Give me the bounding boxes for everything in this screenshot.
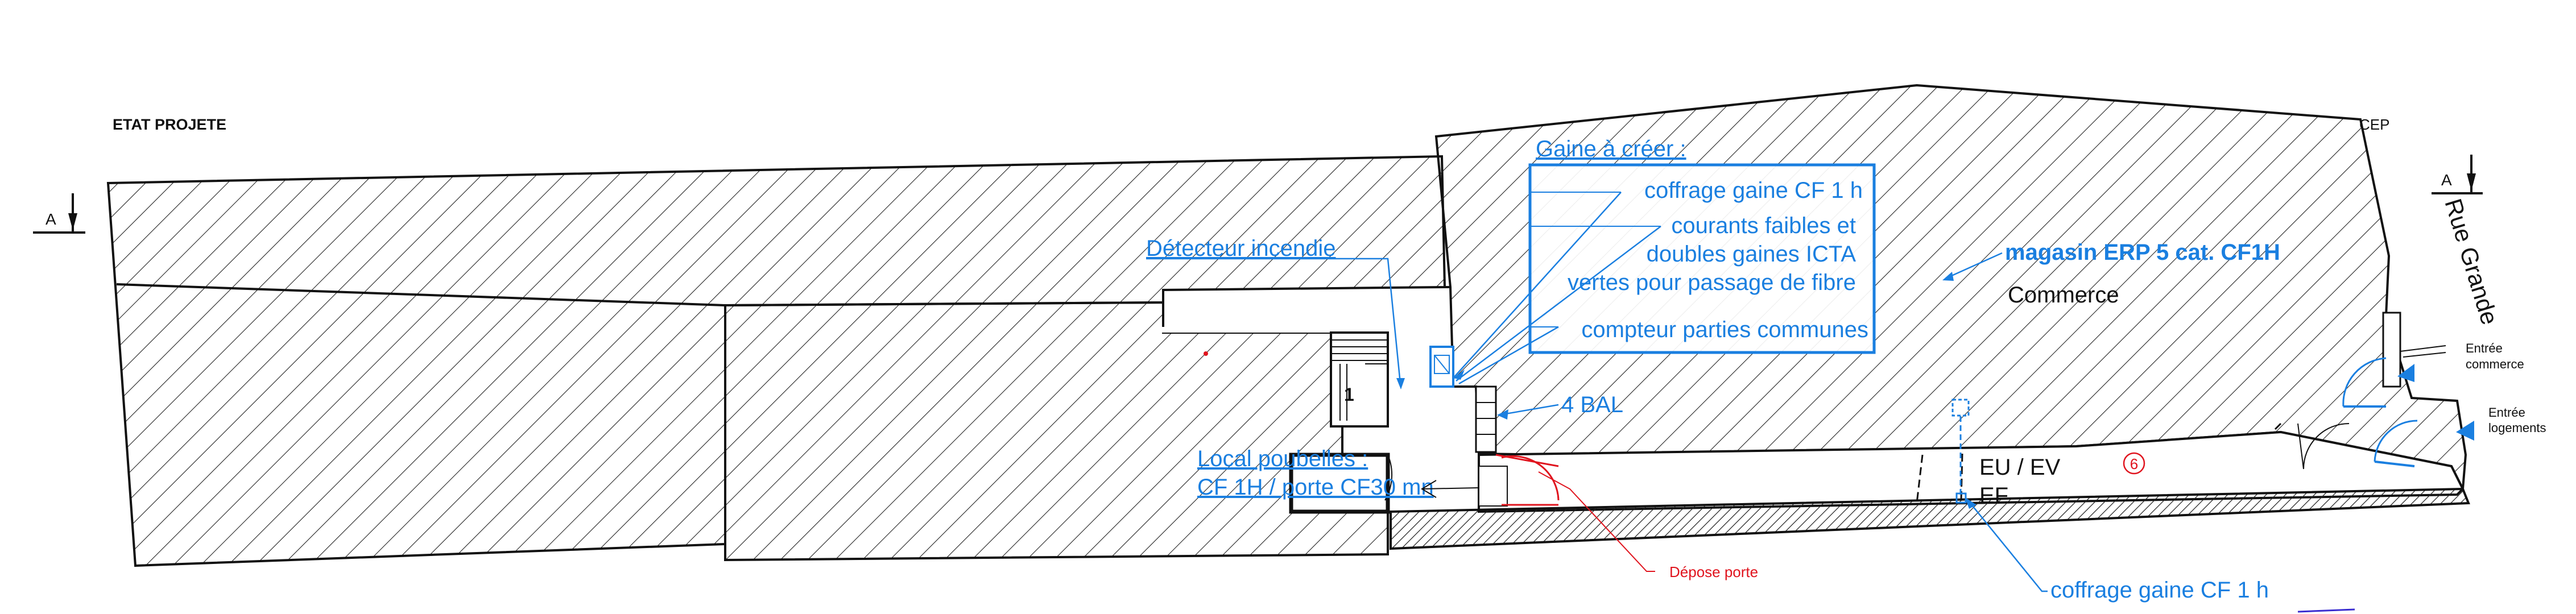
gaine-item-2: courants faibles et [1671,213,1856,238]
svg-text:commerce: commerce [2466,357,2524,371]
shop-leader [1942,252,2003,281]
mailboxes [1475,385,1497,453]
gaine-item-4: vertes pour passage de fibre [1568,270,1856,295]
gaine-item-1: coffrage gaine CF 1 h [1644,178,1863,203]
bal-label: 4 BAL [1561,392,1623,417]
entry-logements: Entrée logements [2456,405,2546,441]
svg-text:Entrée: Entrée [2488,405,2525,420]
svg-text:6: 6 [2130,455,2138,472]
staircase: 1 [1330,331,1389,428]
shop-subtitle: Commerce [2008,283,2119,308]
section-marker-left: A [33,193,85,234]
ef-label: EF [1979,483,2008,508]
plan-title: ETAT PROJETE [113,116,226,133]
gaine-leaders [1453,192,1661,385]
local-leader [1421,480,1479,498]
eu-ev-label: EU / EV [1979,455,2061,480]
local-subtitle: CF 1H / porte CF30 mn [1197,475,1434,500]
bal-leader [1497,404,1559,420]
circle-marker: 6 [2123,452,2145,475]
shop-title: magasin ERP 5 cat. CF1H [2005,240,2280,265]
svg-text:A: A [2441,171,2452,189]
detecteur-label: Détecteur incendie [1146,236,1336,261]
gaine-title: Gaine à créer : [1536,136,1686,161]
svg-text:A: A [46,210,56,228]
local-poubelles-room [1289,453,1393,514]
depose-label: Dépose porte [1669,563,1758,580]
svg-text:logements: logements [2488,421,2546,435]
svg-text:Entrée: Entrée [2466,341,2503,355]
coffrage-bottom-leader [1965,497,2048,592]
cep-label: CEP [2359,116,2389,133]
building-middle [724,301,1389,562]
detector-point [1204,351,1208,356]
removed-door [1478,454,1655,572]
detecteur-leader [1146,258,1405,389]
bottom-wall [1390,487,2470,550]
entry-commerce: Entrée commerce [2397,341,2524,382]
local-title: Local poubelles : [1197,446,1368,471]
street-label: Rue Grande [2439,196,2503,328]
shaft-symbol [1429,346,1454,388]
entrance-doors [2297,312,2418,470]
stair-number: 1 [1344,384,1354,405]
edge-mark [2297,608,2355,613]
gaine-box [1528,163,1876,354]
gaine-item-5: compteur parties communes [1581,317,1868,342]
section-marker-right: A [2432,155,2483,194]
gaine-item-3: doubles gaines ICTA [1647,242,1856,267]
coffrage-bottom-label: coffrage gaine CF 1 h [2050,578,2269,603]
